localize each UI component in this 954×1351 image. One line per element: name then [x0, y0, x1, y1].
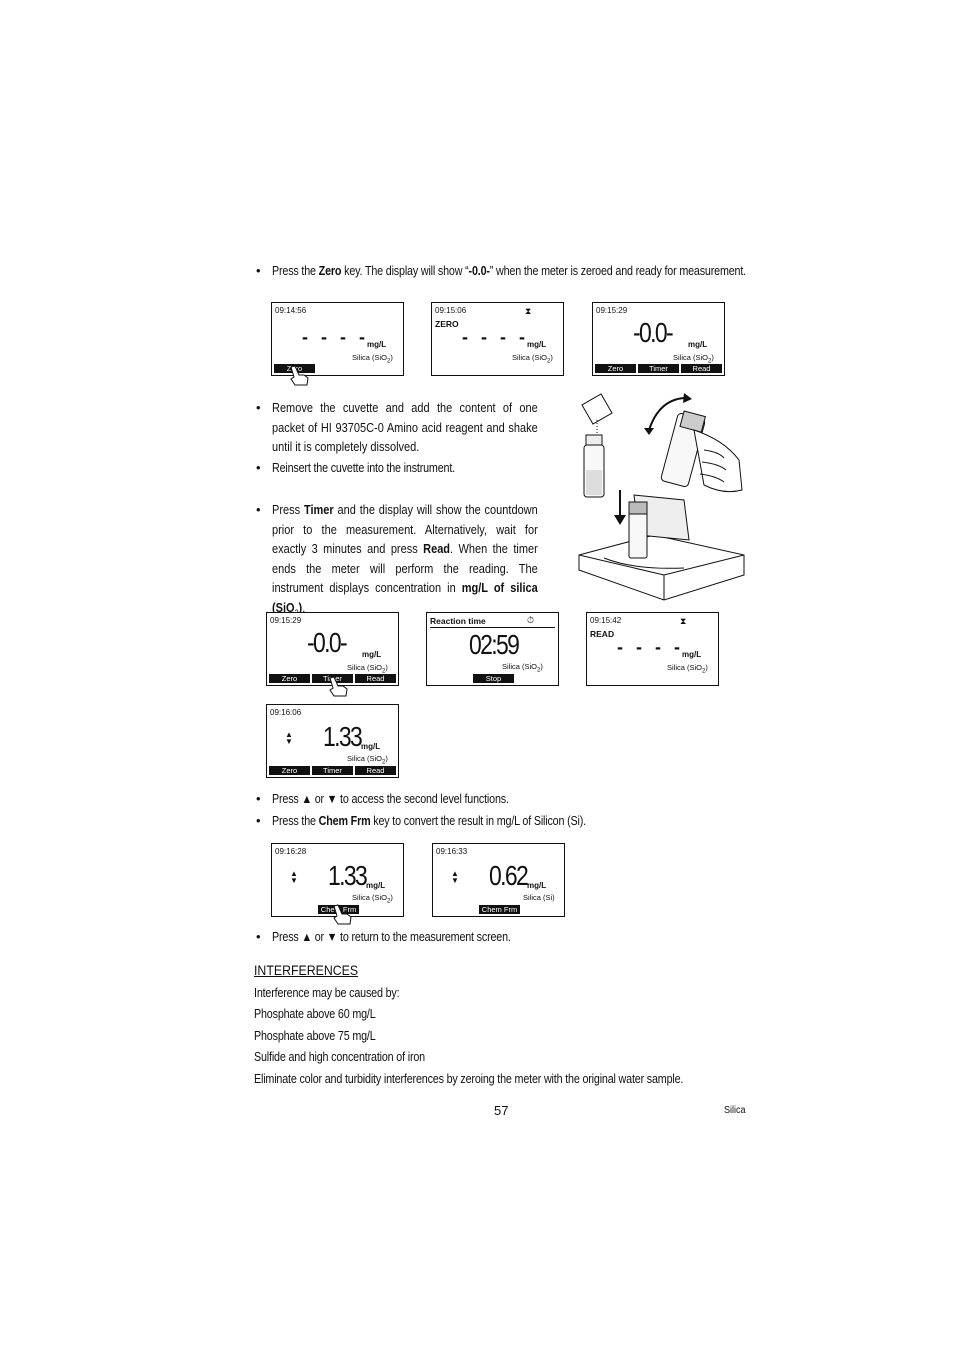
chemfrm-instruction: Press the Chem Frm key to convert the re… [272, 814, 586, 828]
stop-key[interactable]: Stop [473, 674, 514, 683]
reinsert-instruction: Reinsert the cuvette into the instrument… [272, 461, 455, 475]
interference-line: Interference may be caused by: [254, 986, 400, 1000]
zero-key[interactable]: Zero [269, 766, 310, 775]
bullet-dot: • [256, 460, 261, 475]
reagent-packet-icon [581, 393, 613, 435]
up-arrow-icon: ▲ [301, 930, 312, 944]
clock-icon: ⏱ [527, 615, 535, 625]
lcd-screen-zero-prompt: 09:14:56 - - - - mg/L Silica (SiO2) Zero [271, 302, 404, 376]
zero-instruction: Press the Zero key. The display will sho… [272, 264, 746, 278]
up-arrow-icon: ▲ [301, 792, 312, 806]
meter-instrument-icon [578, 494, 745, 601]
zero-key[interactable]: Zero [595, 364, 636, 373]
timer-key[interactable]: Timer [312, 766, 353, 775]
lcd-screen-chem-frm-silicon: 09:16:33 ▲▼ 0.62 mg/L Silica (Si) Chem F… [432, 843, 565, 917]
page-number: 57 [494, 1103, 509, 1118]
interference-line: Phosphate above 75 mg/L [254, 1029, 376, 1043]
lcd-screen-reaction-time: Reaction time ⏱ 02:59 Silica (SiO2) Stop [426, 612, 559, 686]
interference-line: Phosphate above 60 mg/L [254, 1007, 376, 1021]
hourglass-icon: ⧗ [680, 616, 687, 626]
zero-key[interactable]: Zero [269, 674, 310, 683]
down-arrow-icon: ▼ [326, 792, 338, 806]
pointing-hand-icon [333, 904, 352, 925]
hourglass-icon: ⧗ [525, 306, 532, 316]
chem-frm-key[interactable]: Chem Frm [479, 905, 520, 914]
read-key[interactable]: Read [355, 766, 396, 775]
up-down-arrows-icon: ▲▼ [290, 869, 298, 885]
up-down-arrows-icon: ▲▼ [285, 730, 293, 746]
timer-key[interactable]: Timer [638, 364, 679, 373]
bullet-dot: • [256, 929, 261, 944]
lcd-screen-result: 09:16:06 ▲▼ 1.33 mg/L Silica (SiO2) Zero… [266, 704, 399, 778]
lcd-screen-reading: 09:15:42 ⧗ READ - - - - mg/L Silica (SiO… [586, 612, 719, 686]
interference-line: Sulfide and high concentration of iron [254, 1050, 425, 1064]
up-down-arrows-icon: ▲▼ [451, 869, 459, 885]
timer-instruction: Press Timer and the display will show th… [272, 503, 538, 617]
bullet-dot: • [256, 813, 261, 828]
bullet-dot: • [256, 263, 261, 278]
bullet-dot: • [256, 791, 261, 806]
bullet-dot: • [256, 502, 261, 517]
bullet-dot: • [256, 400, 261, 415]
return-instruction: Press ▲ or ▼ to return to the measuremen… [272, 930, 511, 944]
reagent-illustration [578, 393, 745, 601]
section-label: Silica [724, 1105, 746, 1116]
read-key[interactable]: Read [355, 674, 396, 683]
lcd-screen-zeroing: 09:15:06 ⧗ ZERO - - - - mg/L Silica (SiO… [431, 302, 564, 376]
arrows-instruction: Press ▲ or ▼ to access the second level … [272, 792, 509, 806]
interferences-heading: INTERFERENCES [254, 962, 359, 978]
shaking-hand-icon [660, 410, 743, 493]
down-arrow-icon: ▼ [326, 930, 338, 944]
pointing-hand-icon [329, 676, 348, 697]
read-key[interactable]: Read [681, 364, 722, 373]
remove-cuvette-instruction: Remove the cuvette and add the content o… [272, 401, 538, 454]
cuvette-icon [583, 434, 605, 498]
pointing-hand-icon [290, 365, 309, 386]
lcd-screen-press-timer: 09:15:29 -0.0- mg/L Silica (SiO2) ZeroTi… [266, 612, 399, 686]
interference-line: Eliminate color and turbidity interferen… [254, 1072, 684, 1086]
